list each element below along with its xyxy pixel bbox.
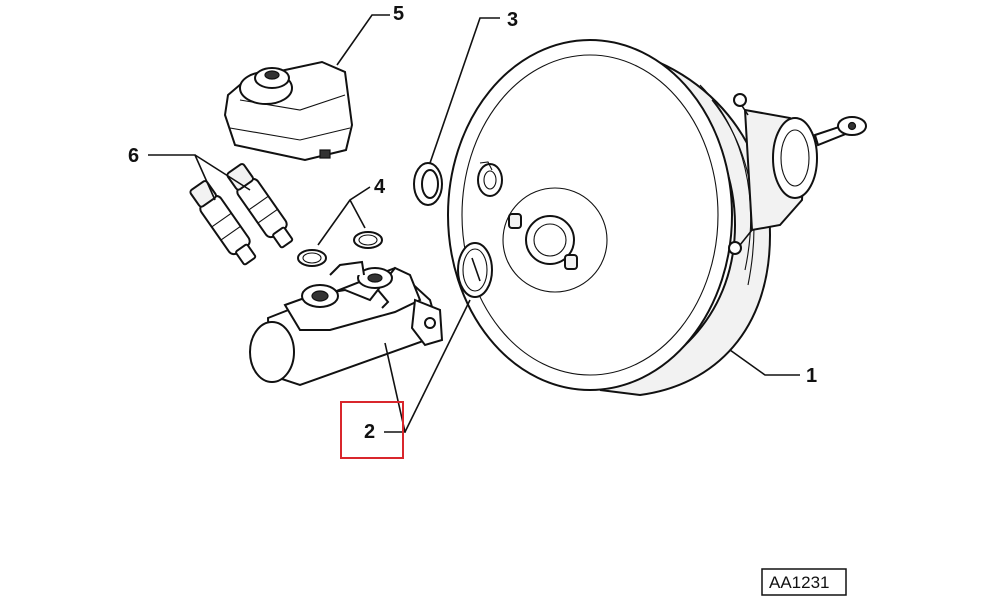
reference-code-box: AA1231: [761, 568, 847, 596]
callout-6: 6: [128, 145, 139, 167]
callout-2: 2: [364, 421, 375, 443]
leader-lines: [148, 14, 800, 433]
callout-5: 5: [393, 3, 404, 25]
fluid-reservoir-part: [223, 60, 354, 162]
pressure-regulators-part: [189, 163, 294, 266]
callout-4: 4: [374, 176, 386, 198]
seal-ring-part: [413, 162, 443, 206]
callout-2-highlight: [340, 401, 404, 459]
reference-code: AA1231: [769, 573, 830, 592]
o-ring-seals-part: [297, 231, 383, 267]
brake-servo-part: [447, 39, 867, 397]
master-cylinder-part: [249, 260, 444, 387]
callout-1: 1: [806, 365, 817, 387]
cylinder-seal-part: [457, 242, 493, 298]
callout-3: 3: [507, 9, 518, 31]
